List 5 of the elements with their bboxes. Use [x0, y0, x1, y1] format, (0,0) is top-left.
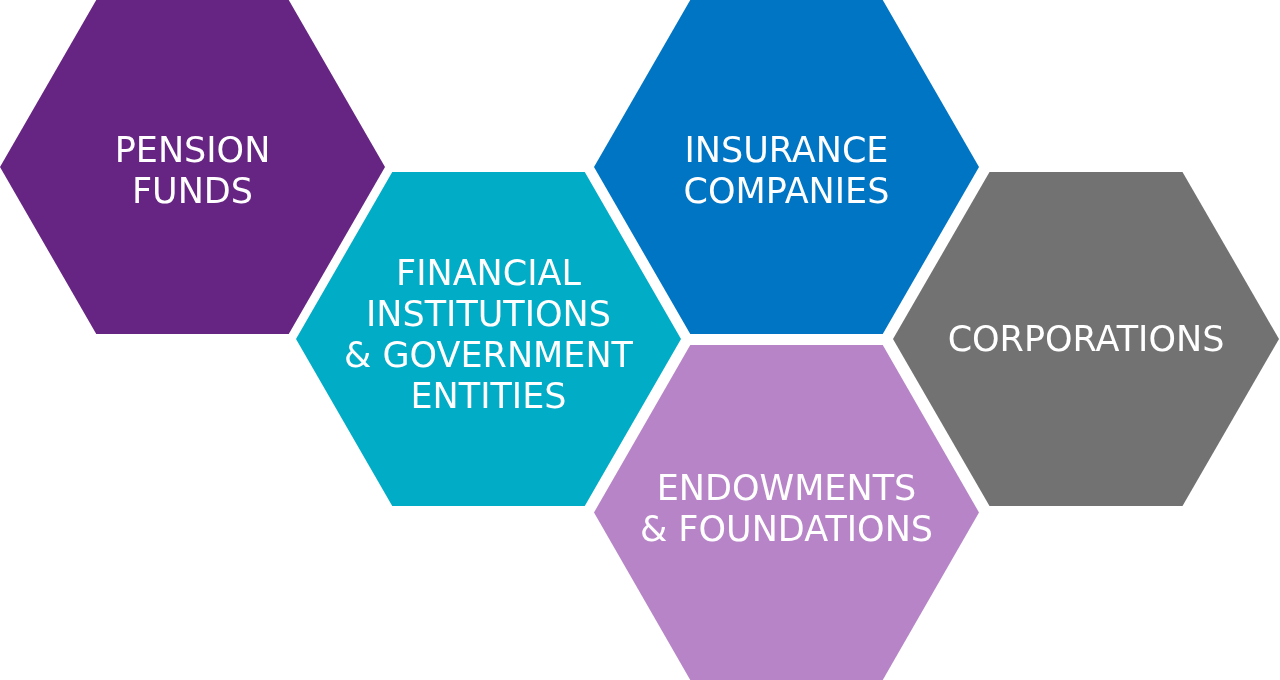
hexagon-label: ENDOWMENTS & FOUNDATIONS [639, 467, 934, 550]
hexagon-label: INSURANCE COMPANIES [683, 130, 890, 212]
hexagon-label: FINANCIAL INSTITUTIONS & GOVERNMENT ENTITIES [344, 253, 633, 417]
hexagon-label: CORPORATIONS [947, 318, 1225, 360]
hexagon-label: PENSION FUNDS [114, 130, 271, 212]
